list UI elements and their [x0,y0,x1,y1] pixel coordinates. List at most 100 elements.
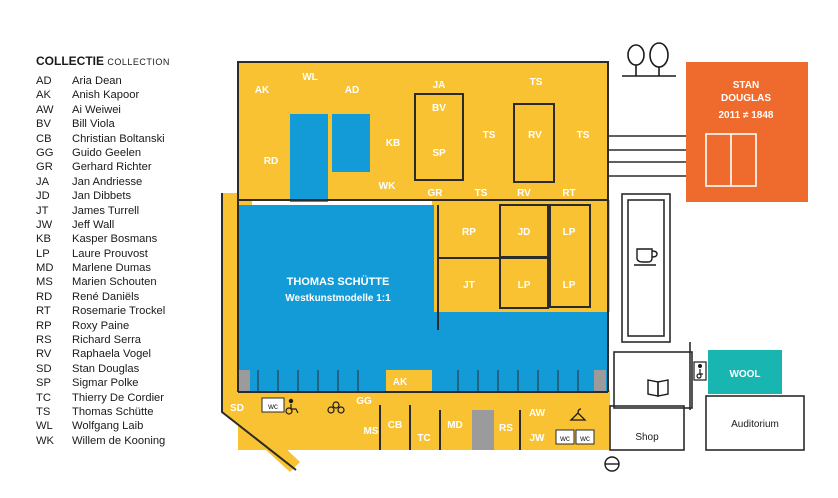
wool-label: WOOL [729,369,760,380]
legend-code: BV [36,118,51,131]
legend-item: TC Thierry De Cordier [36,391,170,405]
legend-code: AD [36,75,52,87]
schutte-hall-east [432,312,608,370]
legend-item: RV Raphaela Vogel [36,347,170,361]
room-label-rt: RT [562,188,575,199]
legend-code: JA [36,175,50,188]
legend-code: MS [36,276,53,289]
legend-code: MD [36,262,54,275]
legend-artist: Bill Viola [72,118,115,131]
legend-code: JT [36,204,49,217]
legend-artist: Roxy Paine [72,319,130,332]
cloakroom-hanger-icon [569,408,587,421]
room-labels: AK WL AD JA TS BV SP KB TS RV TS RD WK G… [230,72,590,444]
schutte-subtitle: Westkunstmodelle 1:1 [285,293,391,304]
accessible-wc-icon [693,361,707,381]
wc-boxes: wc wc wc [261,397,595,445]
room-label-sp: SP [432,148,446,159]
schutte-room-a [290,114,328,202]
room-label-cb: CB [388,420,402,431]
legend-code: AK [36,89,51,102]
legend-artist: Raphaela Vogel [72,348,152,361]
ak-passage [386,370,432,392]
legend-artist: Rosemarie Trockel [72,305,166,318]
legend-title: COLLECTIE COLLECTION [36,54,170,68]
legend-code: GG [36,146,54,159]
wc-label-2: wc [559,434,570,443]
legend-artist: Kasper Bosmans [72,233,158,246]
room-label-aw: AW [529,408,546,419]
legend-artist: Willem de Kooning [72,434,166,447]
legend-code: RS [36,334,52,347]
wc-label-1: wc [267,402,278,411]
legend-code: RV [36,348,52,361]
legend-artist: Stan Douglas [72,362,140,375]
baby-change-icon [327,401,345,414]
entrance-icon [604,456,620,472]
legend-title-sub: COLLECTION [107,57,170,67]
legend-artist: Christian Boltanski [72,132,165,145]
walls [221,61,609,471]
room-label-jd: JD [518,227,531,238]
room-label-tc: TC [417,433,430,444]
legend-artist: Jan Andriesse [72,175,143,188]
legend-item: BV Bill Viola [36,117,170,131]
legend-artist: Anish Kapoor [72,89,140,102]
room-label-jw: JW [530,433,546,444]
legend-code: TS [36,405,51,418]
legend-code: AW [36,103,54,116]
room-label-lp-3: LP [563,280,576,291]
legend-title-main: COLLECTIE [36,54,104,68]
legend-code: SD [36,362,52,375]
legend-artist: Wolfgang Laib [72,420,144,433]
room-label-ts-4: TS [475,188,488,199]
room-label-ak: AK [255,85,270,96]
room-label-rv-2: RV [517,188,531,199]
room-label-sd: SD [230,403,244,414]
legend-code: TC [36,391,51,404]
legend-artist: Gerhard Richter [72,161,152,174]
room-label-lp-1: LP [563,227,576,238]
legend-code: KB [36,233,51,246]
bay-dividers [257,370,579,392]
legend-code: LP [36,247,50,260]
legend-code: RP [36,319,52,332]
legend-item: AW Ai Weiwei [36,103,170,117]
legend-artist: Thierry De Cordier [72,391,165,404]
schutte-title: THOMAS SCHÜTTE [287,275,390,288]
legend-artist: Sigmar Polke [72,377,139,390]
legend-artist: Richard Serra [72,334,142,347]
schutte-room-b [332,114,370,172]
legend-artist: Jan Dibbets [72,190,132,203]
room-label-md: MD [447,420,463,431]
stan-douglas-line1: STAN [733,80,759,91]
room-label-rv-1: RV [528,130,542,141]
room-label-ts-3: TS [577,130,590,141]
legend-artist: Marien Schouten [72,276,157,289]
wc-label-3: wc [579,434,590,443]
schutte-hall [238,205,434,370]
trees-icon [622,42,676,77]
legend-item: JA Jan Andriesse [36,175,170,189]
legend-item: AK Anish Kapoor [36,88,170,102]
room-label-ts-2: TS [483,130,496,141]
room-label-wl: WL [302,72,318,83]
room-label-rp: RP [462,227,476,238]
gray-block-w [238,370,250,392]
legend-code: WK [36,434,55,447]
south-galleries [238,390,610,450]
legend-item: KB Kasper Bosmans [36,232,170,246]
legend-artist: Ai Weiwei [72,103,121,116]
legend-item: SD Stan Douglas [36,362,170,376]
legend-code: RT [36,305,51,318]
room-label-wk: WK [379,181,396,192]
legend-artist: Laure Prouvost [72,247,148,260]
